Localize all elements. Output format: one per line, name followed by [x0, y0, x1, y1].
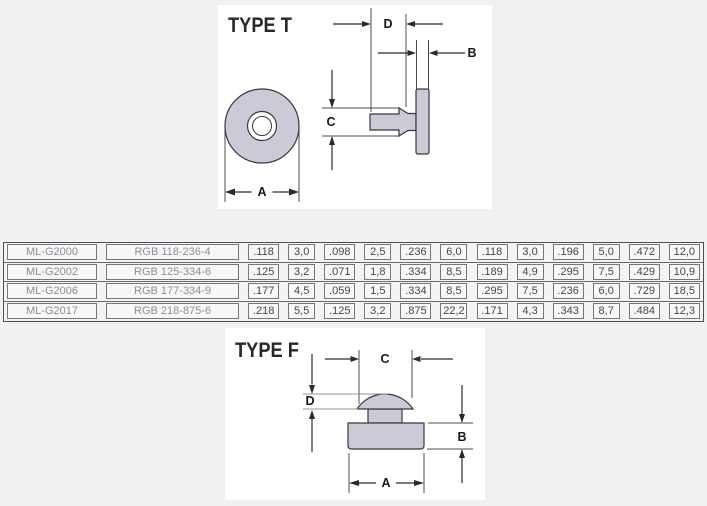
dim-c-label: C [326, 115, 335, 129]
flange-side-view [415, 88, 430, 155]
dim-value-cell: 3,2 [364, 303, 392, 320]
table-row: ML-G2006 RGB 177-334-9 .177 4,5 .059 1,5… [4, 282, 703, 302]
dim-value-cell: .125 [324, 303, 356, 320]
part-number-cell[interactable]: ML-G2017 [7, 303, 97, 320]
dim-value-cell: .118 [248, 244, 280, 261]
dim-value-cell: 8,5 [440, 283, 468, 300]
dim-b-label: B [467, 46, 476, 60]
dim-value-cell: .236 [552, 283, 584, 300]
button-neck [367, 408, 403, 424]
type-t-drawing: TYPE T A D [224, 8, 477, 202]
dim-value-cell: 3,2 [288, 263, 316, 280]
dim-value-cell: 4,9 [516, 263, 544, 280]
dim-value-cell: .171 [476, 303, 508, 320]
dim-value-cell: 4,5 [288, 283, 316, 300]
rgb-code-cell: RGB 125-334-6 [106, 263, 240, 280]
arrowhead [329, 136, 335, 145]
dim-d-label: D [383, 17, 392, 31]
dim-d-label: D [305, 394, 314, 408]
dim-value-cell: 10,9 [668, 263, 700, 280]
part-number-cell[interactable]: ML-G2006 [7, 283, 97, 300]
dim-a-label: A [257, 185, 266, 199]
dim-value-cell: 3,0 [288, 244, 316, 261]
dim-value-cell: 2,5 [364, 244, 392, 261]
dim-value-cell: 6,0 [592, 283, 620, 300]
dim-value-cell: 6,0 [440, 244, 468, 261]
rgb-code-cell: RGB 218-875-6 [106, 303, 240, 320]
dim-value-cell: .196 [552, 244, 584, 261]
dim-value-cell: 1,5 [364, 283, 392, 300]
dim-value-cell: .218 [248, 303, 280, 320]
dim-value-cell: .118 [476, 244, 508, 261]
dim-value-cell: 5,0 [592, 244, 620, 261]
dim-value-cell: .189 [476, 263, 508, 280]
arrowhead [459, 449, 465, 458]
dim-value-cell: .236 [400, 244, 432, 261]
dim-value-cell: 5,5 [288, 303, 316, 320]
dim-value-cell: .071 [324, 263, 356, 280]
dim-value-cell: .875 [400, 303, 432, 320]
svg-text:TYPE F: TYPE F [235, 339, 299, 363]
type-f-drawing: TYPE F C D [235, 339, 473, 493]
dim-value-cell: 7,5 [592, 263, 620, 280]
dim-value-cell: .334 [400, 283, 432, 300]
table-row: ML-G2017 RGB 218-875-6 .218 5,5 .125 3,2… [4, 302, 703, 322]
dim-value-cell: .059 [324, 283, 356, 300]
svg-text:TYPE T: TYPE T [228, 14, 292, 38]
dim-value-cell: .295 [552, 263, 584, 280]
rgb-code-cell: RGB 118-236-4 [106, 244, 240, 261]
table-row: ML-G2002 RGB 125-334-6 .125 3,2 .071 1,8… [4, 263, 703, 282]
disc-bore-hole [252, 116, 272, 136]
dim-c-label: C [380, 352, 389, 366]
dim-value-cell: 22,2 [440, 303, 468, 320]
dim-value-cell: 12,0 [668, 244, 700, 261]
dim-value-cell: 8,5 [440, 263, 468, 280]
table-row: ML-G2000 RGB 118-236-4 .118 3,0 .098 2,5… [4, 243, 703, 263]
button-dome-cap [355, 393, 415, 410]
parts-table: ML-G2000 RGB 118-236-4 .118 3,0 .098 2,5… [3, 242, 704, 322]
dim-value-cell: 3,0 [516, 244, 544, 261]
type-t-diagram-panel: TYPE T A D [218, 5, 492, 209]
dim-value-cell: 18,5 [668, 283, 700, 300]
dim-value-cell: .295 [476, 283, 508, 300]
arrowhead [459, 414, 465, 423]
dim-value-cell: .343 [552, 303, 584, 320]
arrowhead [406, 21, 415, 27]
arrowhead [429, 50, 438, 56]
type-t-title: TYPE T [228, 14, 292, 38]
dim-b-label: B [457, 430, 466, 444]
arrowhead [414, 480, 424, 486]
dim-value-cell: .177 [248, 283, 280, 300]
arrowhead [412, 356, 421, 362]
dim-value-cell: .484 [628, 303, 660, 320]
arrowhead [349, 480, 359, 486]
dim-a-label: A [381, 476, 390, 490]
arrowhead [225, 188, 235, 196]
dim-value-cell: .125 [248, 263, 280, 280]
button-base [347, 422, 425, 450]
stud-side-view [369, 106, 417, 138]
dim-value-cell: .472 [628, 244, 660, 261]
arrowhead [407, 50, 416, 56]
dim-value-cell: .098 [324, 244, 356, 261]
dim-value-cell: 7,5 [516, 283, 544, 300]
dim-value-cell: .334 [400, 263, 432, 280]
dim-value-cell: 8,7 [592, 303, 620, 320]
part-number-cell[interactable]: ML-G2000 [7, 244, 97, 261]
rgb-code-cell: RGB 177-334-9 [106, 283, 240, 300]
arrowhead [289, 188, 299, 196]
dim-value-cell: 4,3 [516, 303, 544, 320]
dim-value-cell: 1,8 [364, 263, 392, 280]
dim-value-cell: 12,3 [668, 303, 700, 320]
arrowhead [329, 99, 335, 108]
arrowhead [350, 356, 359, 362]
dim-value-cell: .729 [628, 283, 660, 300]
part-number-cell[interactable]: ML-G2002 [7, 263, 97, 280]
arrowhead [362, 21, 371, 27]
arrowhead [309, 410, 315, 419]
dim-value-cell: .429 [628, 263, 660, 280]
arrowhead [309, 385, 315, 394]
type-f-title: TYPE F [235, 339, 299, 363]
type-f-diagram-panel: TYPE F C D [225, 328, 485, 500]
